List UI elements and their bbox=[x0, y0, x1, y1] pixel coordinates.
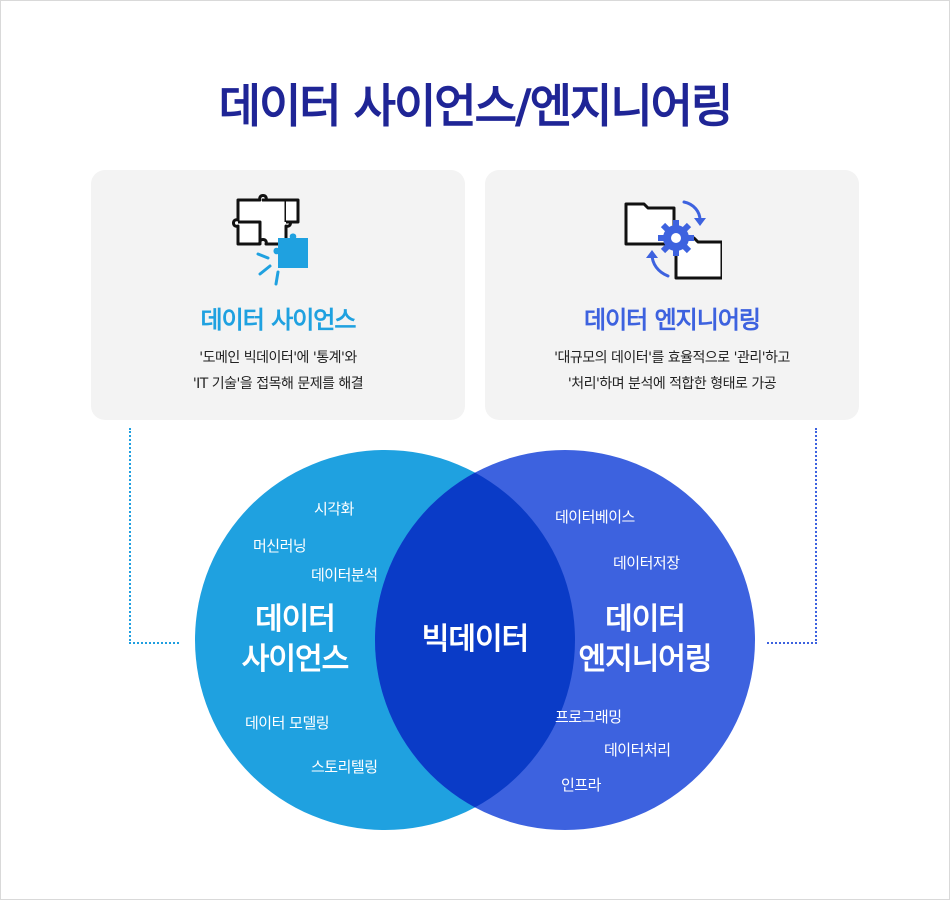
puzzle-icon bbox=[232, 194, 308, 286]
venn-science-title: 데이터 사이언스 bbox=[225, 600, 365, 680]
engineering-item: 데이터베이스 bbox=[555, 508, 635, 526]
venn-engineering-title-line-1: 데이터 bbox=[605, 602, 686, 637]
engineering-connector-dots bbox=[767, 428, 817, 644]
data-engineering-card-title: 데이터 엔지니어링 bbox=[584, 306, 761, 334]
science-item: 스토리텔링 bbox=[311, 758, 378, 776]
science-item: 시각화 bbox=[314, 500, 354, 518]
venn-center-title: 빅데이터 bbox=[421, 622, 529, 657]
data-science-desc-line-1: '도메인 빅데이터'에 '통계'와 bbox=[199, 350, 357, 366]
venn-engineering-title: 데이터 엔지니어링 bbox=[570, 600, 720, 680]
engineering-item: 인프라 bbox=[561, 776, 601, 794]
data-engineering-desc-line-2: '처리'하며 분석에 적합한 형태로 가공 bbox=[567, 376, 777, 392]
engineering-item: 프로그래밍 bbox=[555, 708, 622, 726]
overlap-region bbox=[375, 450, 575, 830]
folder-sync-gear-icon bbox=[624, 200, 722, 280]
science-item: 데이터분석 bbox=[311, 566, 378, 584]
venn-engineering-title-line-2: 엔지니어링 bbox=[578, 642, 713, 677]
engineering-item: 데이터저장 bbox=[613, 554, 680, 572]
data-science-card-description: '도메인 빅데이터'에 '통계'와 'IT 기술'을 접목해 문제를 해결 bbox=[91, 345, 465, 397]
data-science-desc-line-2: 'IT 기술'을 접목해 문제를 해결 bbox=[192, 376, 364, 392]
venn-science-title-line-2: 사이언스 bbox=[241, 642, 349, 677]
engineering-item: 데이터처리 bbox=[604, 741, 671, 759]
venn-science-title-line-1: 데이터 bbox=[255, 602, 336, 637]
science-item: 데이터 모델링 bbox=[245, 714, 330, 732]
science-item: 머신러닝 bbox=[253, 537, 307, 555]
data-science-card: 데이터 사이언스 '도메인 빅데이터'에 '통계'와 'IT 기술'을 접목해 … bbox=[91, 170, 465, 420]
data-engineering-desc-line-1: '대규모의 데이터'를 효율적으로 '관리'하고 bbox=[554, 350, 790, 366]
data-science-card-title: 데이터 사이언스 bbox=[200, 306, 357, 334]
data-engineering-card: 데이터 엔지니어링 '대규모의 데이터'를 효율적으로 '관리'하고 '처리'하… bbox=[485, 170, 859, 420]
page-title: 데이터 사이언스/엔지니어링 bbox=[218, 79, 734, 133]
science-connector-dots bbox=[129, 428, 179, 644]
data-engineering-card-description: '대규모의 데이터'를 효율적으로 '관리'하고 '처리'하며 분석에 적합한 … bbox=[485, 345, 859, 397]
